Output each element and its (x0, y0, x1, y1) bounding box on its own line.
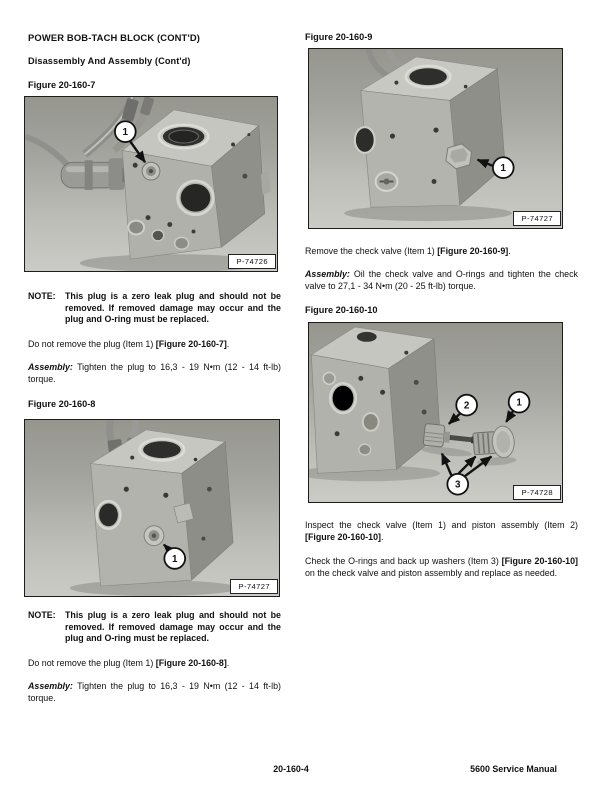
paragraph-text: . (508, 246, 511, 256)
paragraph-text: Do not remove the plug (Item 1) (28, 658, 156, 668)
note-text: This plug is a zero leak plug and should… (65, 291, 281, 325)
paragraph-text: Inspect the check valve (Item 1) and pis… (305, 520, 578, 530)
note-block: NOTE: This plug is a zero leak plug and … (28, 610, 281, 645)
figure-9-photo: 1 P-74727 (308, 48, 563, 229)
callout-1-badge: 1 (507, 390, 531, 414)
figure-8-label: Figure 20-160-8 (28, 399, 96, 409)
check-valve-hex-plug (445, 143, 473, 170)
paragraph-text: Remove the check valve (Item 1) (305, 246, 438, 256)
paragraph-text: Do not remove the plug (Item 1) (28, 339, 156, 349)
check-valve-part (472, 425, 517, 466)
photo-id-label: P-74726 (228, 254, 276, 269)
note-prefix: NOTE: (28, 291, 56, 301)
figure-reference: [Figure 20-160-9] (437, 246, 509, 256)
callout-2-badge: 2 (455, 393, 478, 417)
paragraph-text: . (226, 339, 230, 349)
callout-1-badge: 1 (163, 547, 187, 570)
hydraulic-hoses-icon (25, 97, 156, 174)
figure-8-photo: 1 P-74727 (24, 419, 280, 597)
piston-assembly-part (420, 423, 477, 457)
callout-3-badge: 3 (446, 472, 470, 496)
page-title: POWER BOB-TACH BLOCK (CONT'D) (28, 32, 201, 43)
page-subtitle: Disassembly And Assembly (Cont'd) (28, 56, 191, 66)
callout-1-number: 1 (123, 127, 129, 138)
footer-manual-name: 5600 Service Manual (470, 764, 557, 774)
figure-reference: [Figure 20-160-10] (305, 531, 381, 542)
figure-10-photo: 2 1 3 P-74728 (308, 322, 563, 503)
callout-3-number: 3 (455, 480, 461, 491)
callout-2-number: 2 (464, 401, 470, 412)
paragraph-assembly-plug-8: Assembly: Tighten the plug to 16,3 - 19 … (28, 681, 281, 704)
paragraph-assembly-plug-7: Assembly: Tighten the plug to 16,3 - 19 … (28, 362, 281, 385)
figure-10-label: Figure 20-160-10 (305, 305, 378, 315)
paragraph-text: . (226, 658, 230, 668)
paragraph-inspect-valve: Inspect the check valve (Item 1) and pis… (305, 520, 578, 543)
figure-7-photo: 1 P-74726 (24, 96, 278, 272)
figure-reference: [Figure 20-160-7] (155, 339, 227, 349)
callout-1-badge: 1 (114, 120, 137, 143)
paragraph-remove-check-valve: Remove the check valve (Item 1) [Figure … (305, 246, 578, 258)
figure-reference: [Figure 20-160-10] (501, 556, 578, 566)
paragraph-check-orings: Check the O-rings and back up washers (I… (305, 556, 578, 579)
photo-id-label: P-74727 (513, 211, 561, 226)
valve-parts-illustration: 2 1 3 (309, 326, 531, 496)
paragraph-remove-plug-7: Do not remove the plug (Item 1) [Figure … (28, 339, 281, 351)
figure-9-label: Figure 20-160-9 (305, 32, 373, 42)
footer-page-number: 20-160-4 (273, 764, 309, 774)
photo-id-label: P-74727 (230, 579, 278, 594)
figure-reference: [Figure 20-160-8] (155, 658, 227, 668)
assembly-label: Assembly: (28, 362, 73, 372)
valve-block-body (309, 326, 441, 482)
paragraph-text: on the check valve and piston assembly a… (305, 567, 558, 578)
figure-7-label: Figure 20-160-7 (28, 80, 96, 90)
valve-block-illustration: 1 (25, 97, 271, 271)
note-text: This plug is a zero leak plug and should… (65, 610, 281, 644)
assembly-label: Assembly: (28, 681, 73, 691)
photo-id-label: P-74728 (513, 485, 561, 500)
paragraph-remove-plug-8: Do not remove the plug (Item 1) [Figure … (28, 658, 281, 670)
callout-arrow-icon (476, 158, 493, 169)
callout-1-number: 1 (172, 554, 178, 565)
paragraph-text: Tighten the plug to 16,3 - 19 N•m (12 - … (28, 362, 281, 384)
callout-1-number: 1 (516, 398, 522, 409)
paragraph-text: Tighten the plug to 16,3 - 19 N•m (12 - … (28, 681, 281, 703)
valve-block-illustration: 1 (69, 420, 239, 596)
assembly-label: Assembly: (305, 269, 350, 279)
valve-block-body (344, 56, 513, 222)
paragraph-text: Check the O-rings and back up washers (I… (305, 556, 502, 566)
paragraph-assembly-check-valve: Assembly: Oil the check valve and O-ring… (305, 269, 578, 292)
callout-1-badge: 1 (491, 156, 515, 179)
paragraph-text: Oil the check valve and O-rings and tigh… (305, 269, 578, 291)
note-prefix: NOTE: (28, 610, 56, 620)
hose-fitting-icon (60, 158, 137, 190)
callout-1-number: 1 (500, 163, 506, 174)
valve-block-body (69, 429, 239, 596)
callout-arrow-icon (129, 140, 147, 164)
callout-arrow-icon (440, 410, 517, 478)
valve-block-body (79, 109, 271, 271)
valve-block-illustration: 1 (344, 49, 515, 222)
note-block: NOTE: This plug is a zero leak plug and … (28, 291, 281, 326)
paragraph-text: . (380, 531, 384, 542)
